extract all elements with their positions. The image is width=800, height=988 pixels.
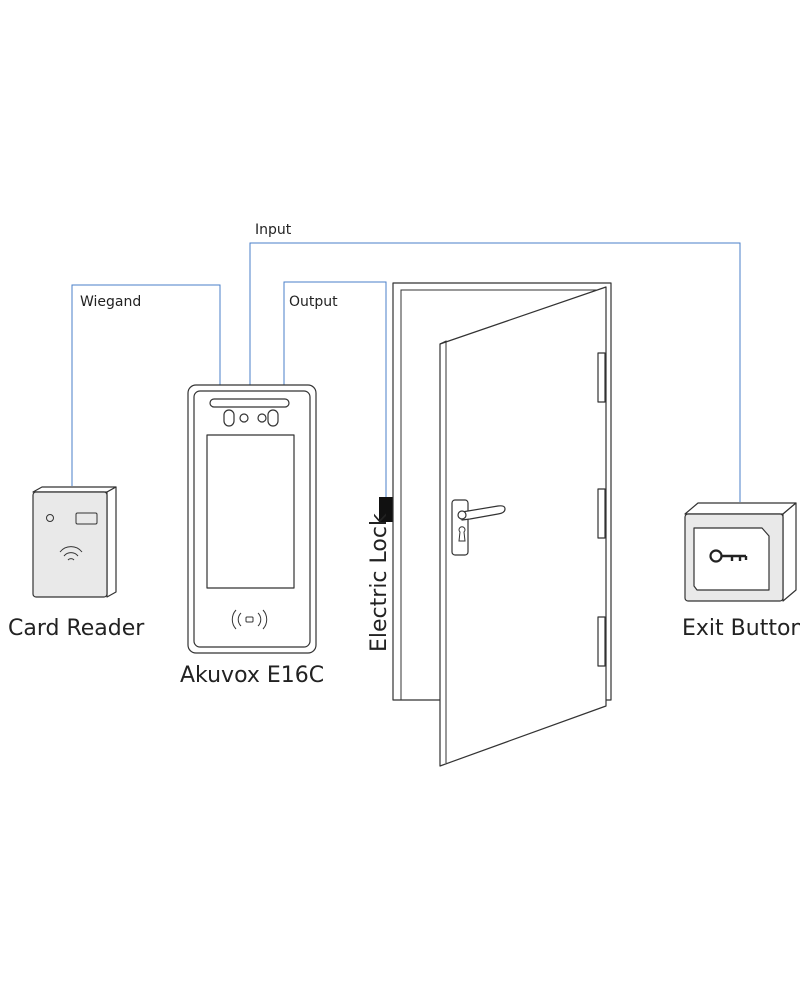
door-leaf <box>439 286 607 767</box>
input-wire <box>249 242 741 502</box>
intercom-speaker-slot <box>209 398 290 408</box>
door-handle-pivot <box>457 510 467 520</box>
intercom-sensor-right <box>267 409 279 427</box>
wiegand-wire <box>71 284 221 486</box>
door-frame-inner <box>400 289 603 700</box>
exit-button <box>684 502 797 602</box>
output-wire <box>283 281 387 497</box>
intercom-screen <box>206 434 295 589</box>
card-reader-slot <box>75 512 98 525</box>
akuvox-intercom <box>187 384 317 654</box>
intercom-camera-right <box>257 413 267 423</box>
card-reader-side-face <box>106 486 117 598</box>
nfc-waves-icon <box>59 546 83 561</box>
door-handle-lever <box>461 505 506 521</box>
door-hinge-bottom <box>597 616 606 667</box>
card-reader-indicator-light <box>46 514 54 522</box>
card-reader-front <box>32 491 108 598</box>
electric-lock-label: Electric Lock <box>367 513 392 652</box>
door-handle-icon <box>451 499 506 556</box>
door-hinge-top <box>597 352 606 403</box>
intercom-sensor-left <box>223 409 235 427</box>
key-icon <box>709 549 748 563</box>
door <box>392 282 612 767</box>
door-hinge-middle <box>597 488 606 539</box>
exit-button-side-face <box>782 502 797 602</box>
electric-lock-block <box>379 497 393 522</box>
exit-button-top-face <box>684 502 797 515</box>
card-reader-top-face <box>32 486 117 493</box>
intercom-nfc-icon <box>231 609 268 630</box>
intercom-camera-left <box>239 413 249 423</box>
door-leaf-edge <box>439 340 447 763</box>
output-wire-label: Output <box>289 294 338 310</box>
wiegand-wire-label: Wiegand <box>80 294 141 310</box>
input-wire-label: Input <box>255 222 292 238</box>
card-reader <box>32 486 117 598</box>
exit-button-label: Exit Button <box>682 616 800 641</box>
door-keyhole <box>458 526 466 542</box>
intercom-label: Akuvox E16C <box>180 663 324 688</box>
card-reader-label: Card Reader <box>8 616 145 641</box>
